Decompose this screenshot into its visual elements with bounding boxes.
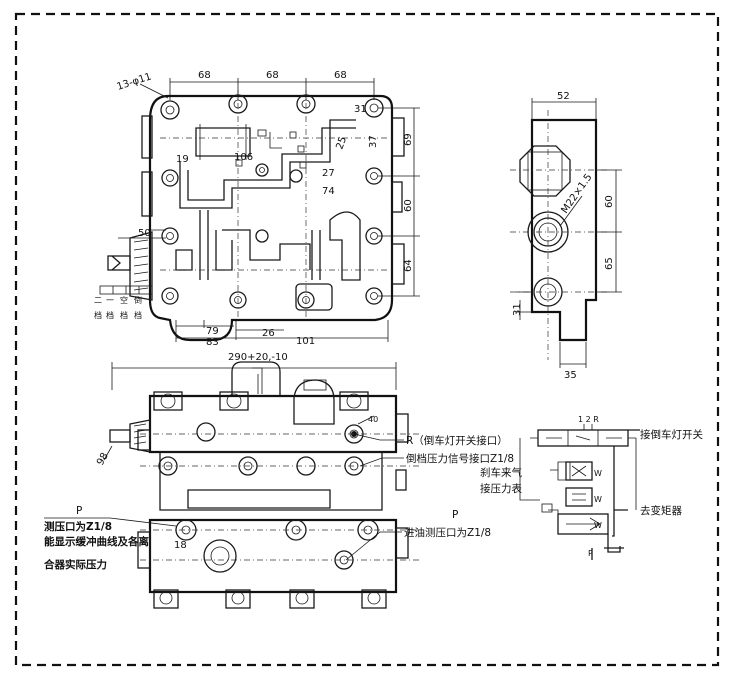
front-dim-overall: 290+20,-10 (228, 352, 288, 363)
port-label-7: 档 (120, 310, 128, 320)
bottom-boss (295, 283, 333, 311)
label-p-right-letter: P (452, 509, 458, 521)
top-dimension-lines (118, 78, 420, 342)
schematic-spring-1: W (594, 469, 602, 478)
drawing-frame (14, 12, 720, 667)
dim-bottom-79: 79 (206, 326, 219, 337)
label-reverse-pressure: 倒档压力信号接口Z1/8 (406, 452, 514, 465)
dim-left-50: 50 (138, 228, 151, 239)
port-label-5: 档 (94, 310, 102, 320)
side-dim-52: 52 (557, 91, 570, 102)
pressure-dome (293, 379, 335, 425)
top-view: 68 68 68 13-φ11 31 106 19 25 27 74 37 69… (94, 70, 420, 348)
label-reverse-switch: 接倒车灯开关 (640, 428, 703, 441)
front-dim-18: 18 (174, 540, 187, 551)
dim-inner-19: 19 (176, 154, 189, 165)
dim-inner-74: 74 (322, 186, 335, 197)
brake-valve (565, 461, 593, 481)
dim-top-3: 68 (334, 70, 347, 81)
side-dim-65: 65 (604, 257, 615, 270)
schematic-port-p: P (588, 549, 593, 558)
side-view: 52 M22×1.5 60 65 31 35 (510, 91, 622, 381)
dim-bottom-101: 101 (296, 336, 315, 347)
port-label-8: 档 (134, 310, 142, 320)
dim-inner-27: 27 (322, 168, 335, 179)
top-cover (231, 361, 281, 397)
label-pressure-gauge: 接压力表 (480, 482, 522, 495)
dim-top-1: 68 (198, 70, 211, 81)
label-p-left-3: 合器实际压力 (43, 558, 107, 571)
port-label-6: 档 (106, 310, 114, 320)
dim-bottom-83: 83 (206, 337, 219, 348)
top-bolts (153, 391, 369, 476)
side-body-outline (530, 118, 598, 342)
port-label-3: 空 (120, 295, 128, 305)
label-p-left-letter: P (76, 505, 82, 517)
dim-top-2: 68 (266, 70, 279, 81)
side-dim-35: 35 (564, 370, 577, 381)
port-label-1: 二 (94, 296, 102, 305)
right-fittings (391, 117, 405, 285)
dim-inner-37: 37 (368, 135, 379, 148)
converter-valve (557, 513, 609, 535)
label-brake-air: 刹车来气 (480, 466, 522, 479)
schematic-ports-top: 1 2 R (578, 415, 599, 424)
hole-callout: 13-φ11 (116, 71, 153, 92)
lower-body (148, 518, 398, 594)
port-label-2: 一 (106, 296, 114, 305)
front-centerlines (140, 433, 420, 561)
dim-right-60: 60 (403, 199, 414, 212)
front-dim-98: 98 (95, 451, 111, 468)
dim-bottom-26: 26 (262, 328, 275, 339)
side-dim-60: 60 (604, 195, 615, 208)
label-r-port: R（倒车灯开关接口） (406, 434, 508, 447)
dim-inner-106: 106 (234, 152, 253, 163)
dim-inner-31: 31 (354, 104, 367, 115)
oil-channels (175, 119, 361, 281)
left-actuator (107, 115, 153, 301)
centerlines (160, 90, 390, 320)
label-p-right: 进油测压口为Z1/8 (404, 526, 491, 539)
schematic-spring-3: W (594, 521, 602, 530)
side-dim-31: 31 (512, 303, 523, 316)
mounting-holes (160, 94, 384, 309)
front-view: 290+20,-10 40 98 18 R（倒车灯开关接口） 倒档压力信号接口Z… (43, 352, 514, 609)
dim-inner-25: 25 (334, 135, 349, 151)
gauge-valve (565, 487, 593, 507)
label-torque-converter: 去变矩器 (640, 504, 682, 517)
schematic-spring-2: W (594, 495, 602, 504)
middle-body (159, 451, 383, 511)
top-plate-outline (148, 94, 394, 342)
hydraulic-schematic: 1 2 R W W W 接倒车灯开关 刹车来气 接压力表 去变矩器 P (480, 415, 703, 560)
hex-plug (519, 145, 571, 197)
side-dim-thread: M22×1.5 (559, 172, 594, 216)
dim-right-64: 64 (403, 259, 414, 272)
dim-right-69: 69 (403, 133, 414, 146)
gear-port-labels: 二 一 空 倒 档 档 档 档 (94, 285, 153, 320)
front-dim-40: 40 (368, 415, 378, 424)
upper-body (148, 394, 398, 454)
lower-bolts (153, 519, 387, 609)
label-p-left-2: 能显示缓冲曲线及各离 (44, 535, 149, 548)
label-p-left-1: 测压口为Z1/8 (44, 520, 112, 533)
port-label-4: 倒 (134, 295, 142, 305)
